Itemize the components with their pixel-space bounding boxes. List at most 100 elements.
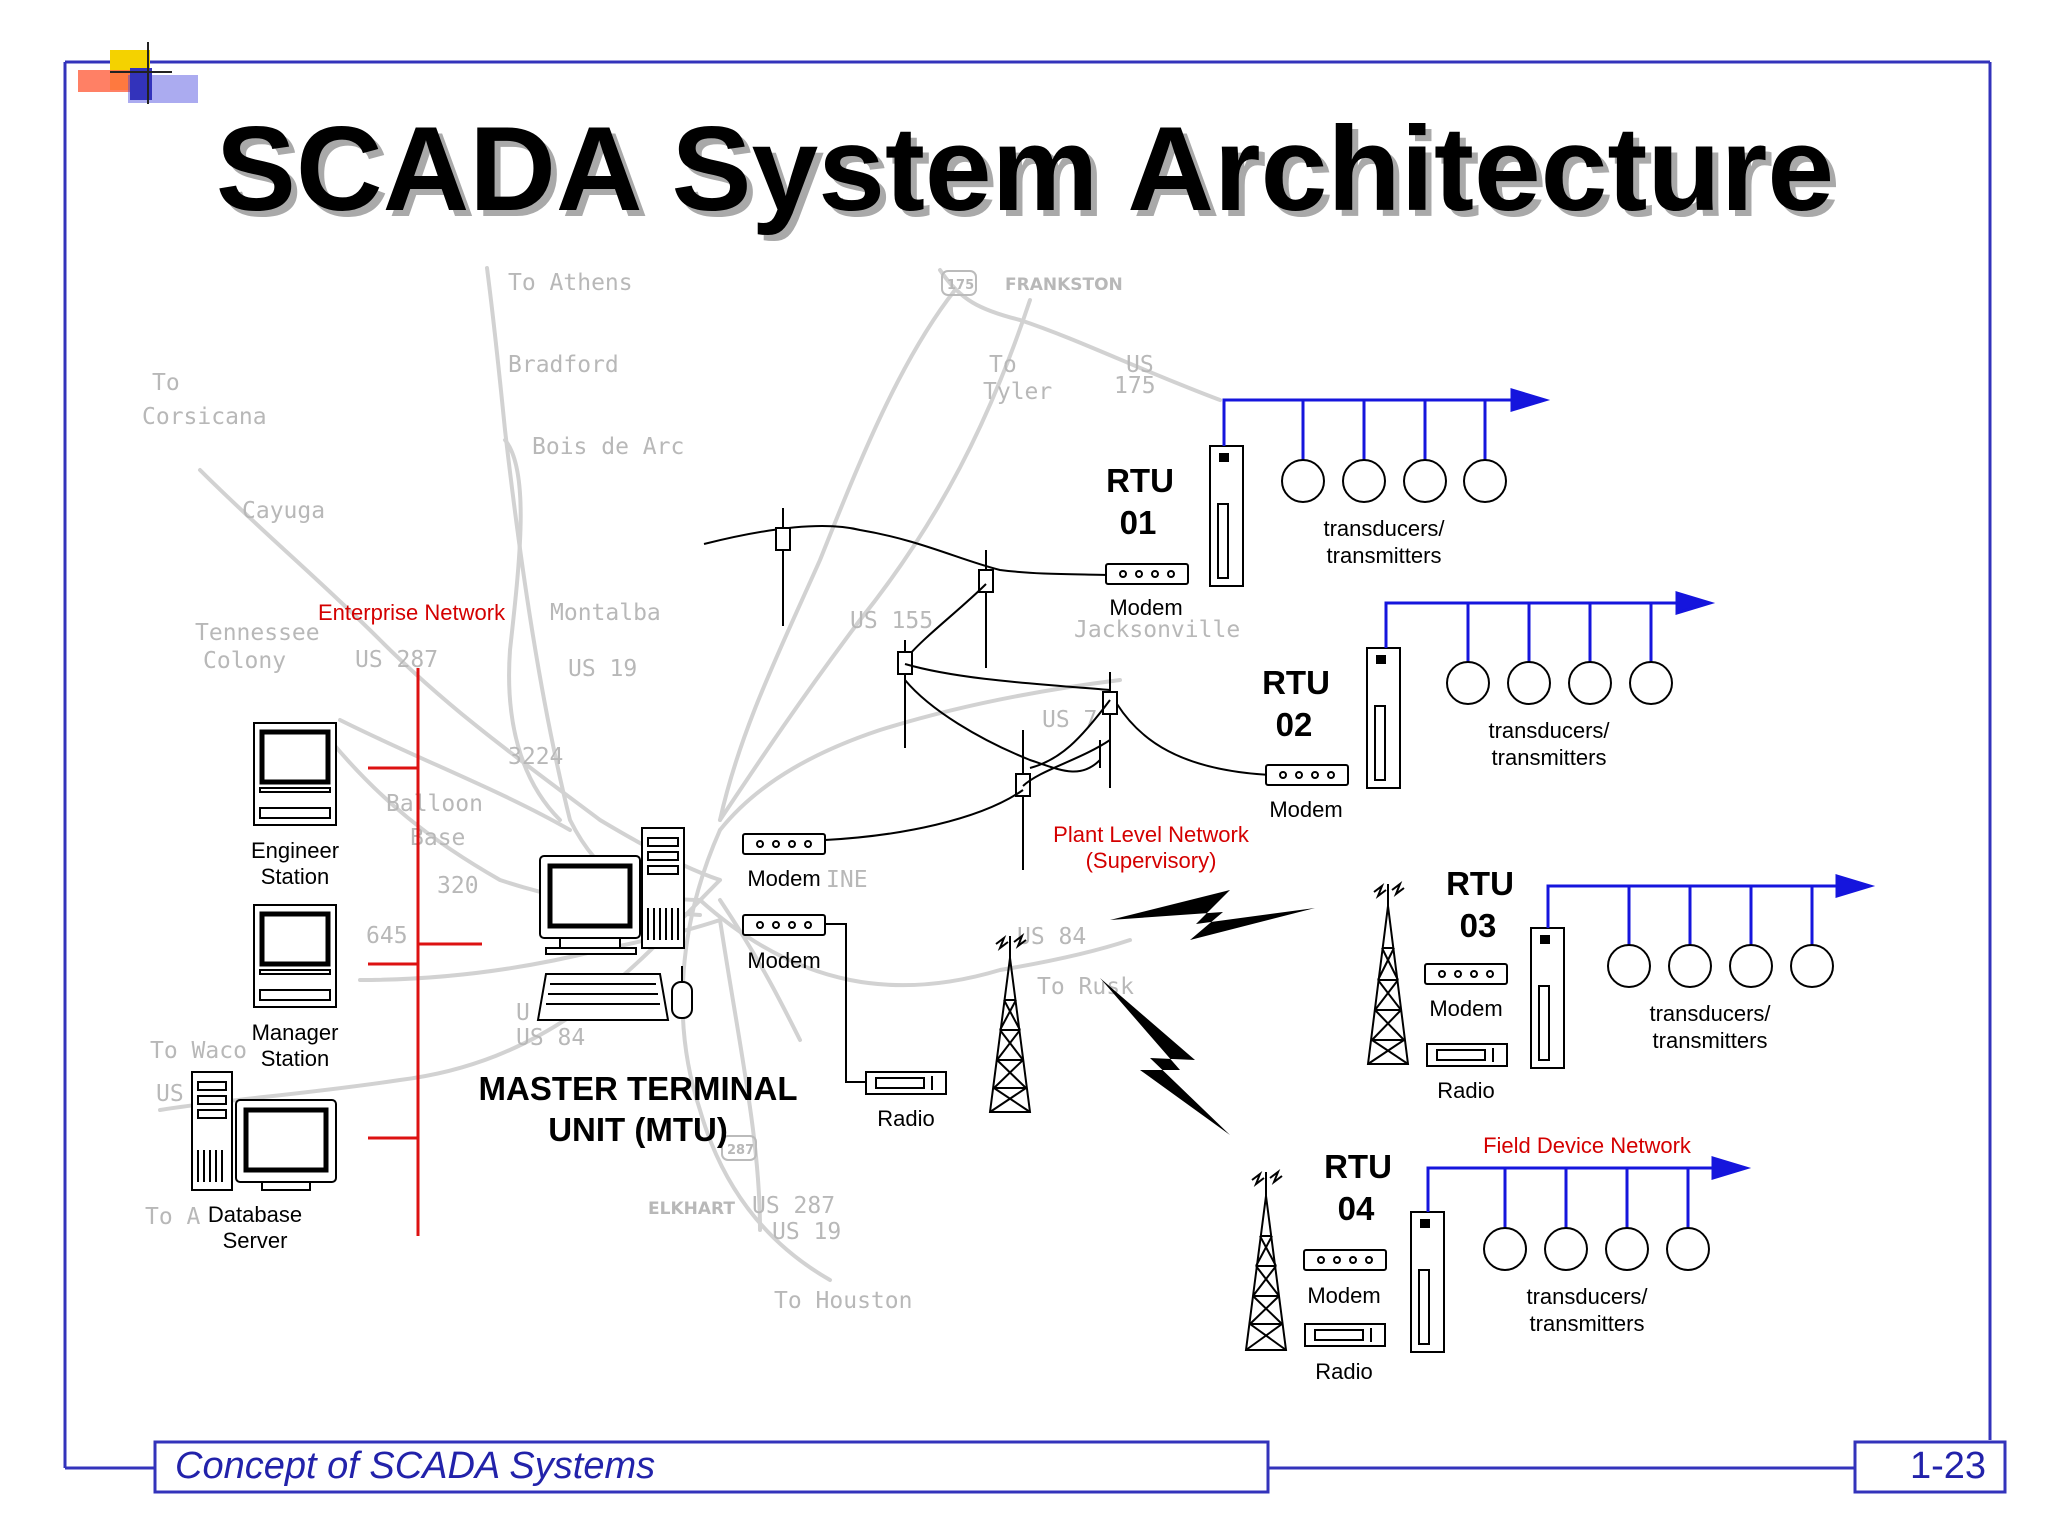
rtu-cabinet-icon xyxy=(1366,647,1401,789)
map-label-us155: US 155 xyxy=(850,608,933,634)
rtu-04-label-2: 04 xyxy=(1338,1190,1375,1227)
map-label-athens: To Athens xyxy=(508,270,633,296)
map-label-corsicana2: Corsicana xyxy=(142,404,267,430)
modem-icon xyxy=(1105,563,1189,585)
manager-label-2: Station xyxy=(261,1046,330,1071)
footer-title: Concept of SCADA Systems xyxy=(175,1445,655,1487)
map-label-hw287: 287 xyxy=(727,1143,754,1158)
antenna-tower-icon xyxy=(1244,1169,1288,1351)
engineer-label-1: Engineer xyxy=(251,838,339,863)
rtu-cabinet-icon xyxy=(1410,1211,1445,1353)
rtu-cabinet-icon xyxy=(1530,927,1565,1069)
mtu-modem-label-2: Modem xyxy=(747,948,820,973)
rtu-03: RTU 03 Modem Ra xyxy=(1366,865,1876,1103)
map-label-elkhart: ELKHART xyxy=(648,1199,735,1219)
footer-page-box xyxy=(1853,1440,2007,1494)
database-label-2: Server xyxy=(223,1228,288,1253)
workstation-computer-icon xyxy=(253,904,337,1008)
map-label-us287: US 287 xyxy=(355,647,438,673)
map-label-tennessee1: Tennessee xyxy=(195,620,320,646)
modem-icon xyxy=(1303,1249,1387,1271)
master-terminal-unit: MASTER TERMINAL UNIT (MTU) Modem Modem R… xyxy=(479,827,947,1148)
transducer-icon xyxy=(1483,1227,1710,1271)
monitor-icon xyxy=(235,1099,337,1191)
map-label-houston: To Houston xyxy=(774,1288,912,1314)
map-label-us19b: US 19 xyxy=(772,1219,841,1245)
map-label-320: 320 xyxy=(437,873,479,899)
map-label-bois: Bois de Arc xyxy=(532,434,684,460)
antenna-tower-icon xyxy=(1366,881,1410,1065)
radio-link-bolt-icon xyxy=(1100,890,1315,1135)
rtu-03-label-1: RTU xyxy=(1446,865,1514,902)
rtu-03-radio-label: Radio xyxy=(1437,1078,1494,1103)
map-label-balloon1: Balloon xyxy=(386,791,483,817)
rtu-03-devices-label-2: transmitters xyxy=(1653,1028,1768,1053)
rtu-04-devices-label-2: transmitters xyxy=(1530,1311,1645,1336)
map-label-us: US xyxy=(156,1081,184,1107)
rtu-cabinet-icon xyxy=(1209,445,1244,587)
map-label-cayuga: Cayuga xyxy=(242,498,325,524)
enterprise-network: Enterprise Network xyxy=(318,600,506,1236)
page-number: 1-23 xyxy=(1910,1445,1986,1487)
rtu-02-label-1: RTU xyxy=(1262,664,1330,701)
modem-icon xyxy=(1424,963,1508,985)
map-label-ine: INE xyxy=(826,867,868,893)
map-label-us287b: US 287 xyxy=(752,1193,835,1219)
rtu-02-devices-label-1: transducers/ xyxy=(1488,718,1610,743)
server-tower-icon xyxy=(191,1071,233,1191)
rtu-04-label-1: RTU xyxy=(1324,1148,1392,1185)
map-label-us175b: 175 xyxy=(1114,373,1156,399)
modem-icon xyxy=(1265,764,1349,786)
rtu-02-devices-label-2: transmitters xyxy=(1492,745,1607,770)
manager-label-1: Manager xyxy=(252,1020,339,1045)
mtu-label-2: UNIT (MTU) xyxy=(548,1111,728,1148)
plant-level-network: Plant Level Network (Supervisory) xyxy=(703,508,1271,873)
logo-squares-icon xyxy=(78,42,198,104)
radio-icon xyxy=(1304,1323,1386,1347)
antenna-tower-icon xyxy=(988,933,1032,1113)
page-title: SCADA System Architecture xyxy=(216,102,1834,236)
map-label-bradford: Bradford xyxy=(508,352,619,378)
rtu-01: RTU 01 Modem transducers/ transmitters xyxy=(1105,387,1551,620)
rtu-03-label-2: 03 xyxy=(1460,907,1497,944)
map-label-us7: US 7 xyxy=(1042,707,1097,733)
manager-station: Manager Station xyxy=(252,904,339,1071)
map-label-u: U xyxy=(516,1000,530,1026)
highway-shield-icon xyxy=(941,270,977,296)
map-label-frankston: FRANKSTON xyxy=(1005,275,1123,295)
mtu-modem-label-1: Modem xyxy=(747,866,820,891)
slide-frame: Concept of SCADA Systems 1-23 xyxy=(63,60,2007,1494)
rtu-01-label-1: RTU xyxy=(1106,462,1174,499)
database-label-1: Database xyxy=(208,1202,302,1227)
radio-icon xyxy=(1426,1043,1508,1067)
monitor-icon xyxy=(539,855,641,955)
database-server: Database Server xyxy=(191,1071,337,1253)
title-shadow: SCADA System Architecture xyxy=(222,108,1840,242)
map-label-jacksonville: Jacksonville xyxy=(1074,617,1240,643)
workstation-computer-icon xyxy=(253,722,337,826)
engineer-station: Engineer Station xyxy=(251,722,339,889)
server-tower-icon xyxy=(641,827,685,949)
rtu-01-modem-label: Modem xyxy=(1109,595,1182,620)
rtu-04-radio-label: Radio xyxy=(1315,1359,1372,1384)
transducer-icon xyxy=(1607,944,1834,988)
map-label-tennessee2: Colony xyxy=(203,648,286,674)
map-label-645: 645 xyxy=(366,923,408,949)
map-label-tyler1: To xyxy=(989,352,1017,378)
map-labels: To Athens 175 FRANKSTON To Corsicana Bra… xyxy=(142,270,1240,1314)
map-label-hw175: 175 xyxy=(947,278,974,293)
map-label-3224: 3224 xyxy=(508,744,563,770)
mtu-label-1: MASTER TERMINAL xyxy=(479,1070,798,1107)
rtu-03-modem-label: Modem xyxy=(1429,996,1502,1021)
footer-title-box xyxy=(153,1440,1270,1494)
mouse-icon xyxy=(671,966,693,1019)
plant-network-label-2: (Supervisory) xyxy=(1086,848,1217,873)
field-network-label: Field Device Network xyxy=(1483,1133,1692,1158)
map-label-us175a: US xyxy=(1126,352,1154,378)
rtu-02-modem-label: Modem xyxy=(1269,797,1342,822)
map-label-us84b: US 84 xyxy=(516,1025,585,1051)
map-label-us84a: US 84 xyxy=(1017,924,1086,950)
modem-icon xyxy=(742,833,826,855)
enterprise-network-label: Enterprise Network xyxy=(318,600,506,625)
